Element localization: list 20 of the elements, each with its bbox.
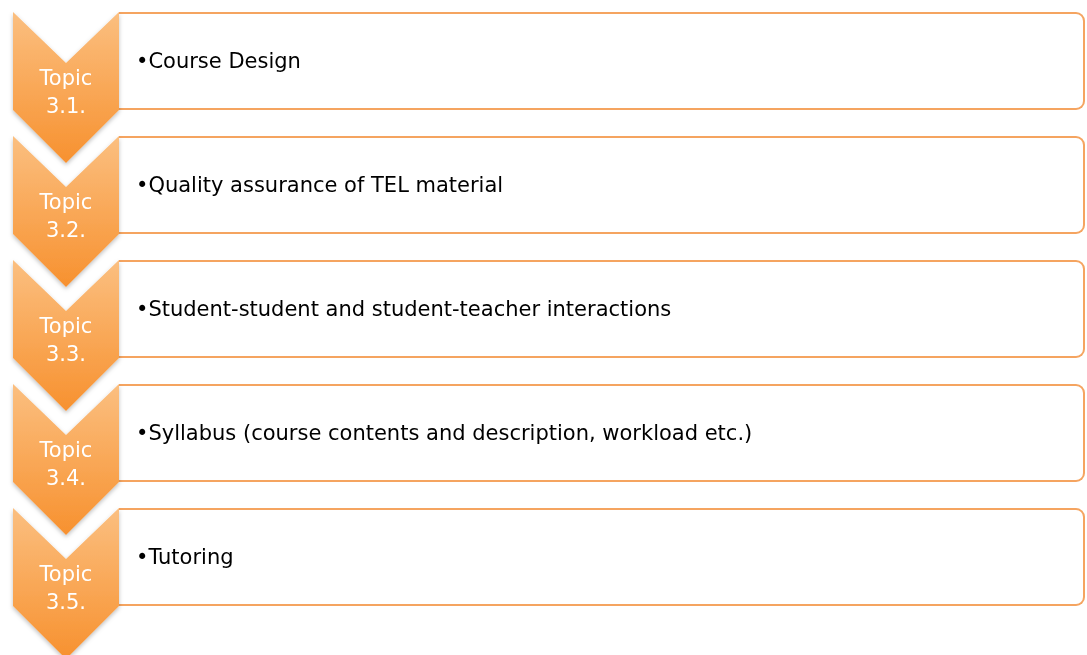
topic-box bbox=[119, 136, 1085, 234]
chevron-shape bbox=[13, 12, 119, 163]
topic-number: Topic 3.1. bbox=[38, 65, 94, 120]
topic-number: Topic 3.5. bbox=[38, 561, 94, 616]
topic-number: Topic 3.3. bbox=[38, 313, 94, 368]
topic-title: •Syllabus (course contents and description, workload etc.) bbox=[136, 421, 753, 445]
chevron-shape bbox=[13, 136, 119, 287]
topic-title: •Quality assurance of TEL material bbox=[136, 173, 504, 197]
chevron-shape bbox=[13, 384, 119, 535]
chevron-shape bbox=[13, 260, 119, 411]
topic-title: •Tutoring bbox=[136, 545, 234, 569]
topic-number: Topic 3.4. bbox=[38, 437, 94, 492]
topic-title: •Student-student and student-teacher interactions bbox=[136, 297, 672, 321]
chevron-shape bbox=[13, 508, 119, 655]
topic-title: •Course Design bbox=[136, 49, 301, 73]
topic-box bbox=[119, 12, 1085, 110]
topic-box bbox=[119, 384, 1085, 482]
topic-box bbox=[119, 508, 1085, 606]
topic-box bbox=[119, 260, 1085, 358]
topic-number: Topic 3.2. bbox=[38, 189, 94, 244]
